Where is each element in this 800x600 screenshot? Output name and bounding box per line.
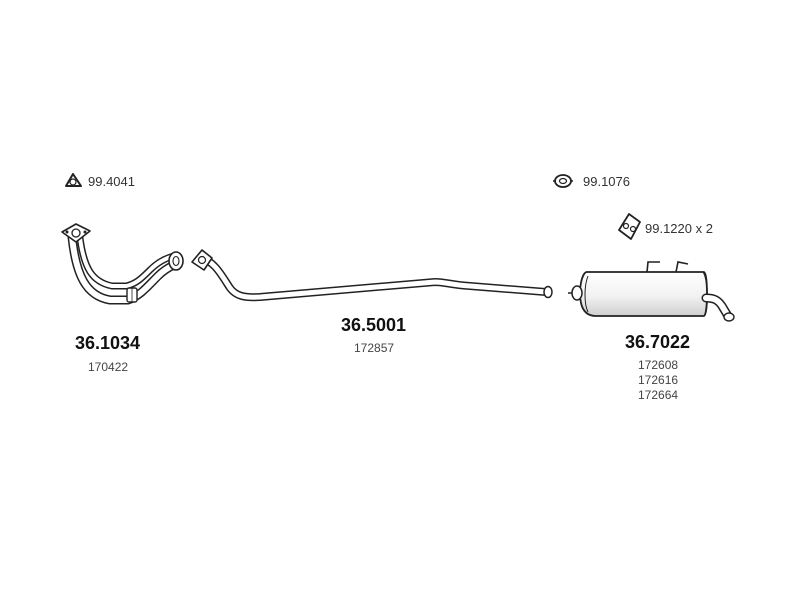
rear-silencer-icon	[568, 261, 735, 322]
ref-number: 172608	[638, 358, 679, 372]
front-pipe-icon	[61, 223, 184, 305]
ref-number: 170422	[88, 360, 129, 374]
gasket-ring-icon	[65, 173, 82, 187]
accessory-code-gasket: 99.4041	[88, 174, 135, 189]
ref-number: 172664	[638, 388, 679, 402]
ref-list-middle-pipe: 172857	[354, 341, 394, 356]
accessory-code-mount: 99.1220 x 2	[645, 221, 713, 236]
accessory-code-clamp: 99.1076	[583, 174, 630, 189]
ref-list-rear-silencer: 172608 172616 172664	[638, 358, 678, 403]
part-number-middle-pipe: 36.5001	[341, 315, 407, 335]
part-number-front-pipe: 36.1034	[75, 333, 141, 353]
ref-number: 172616	[638, 373, 679, 387]
part-number-rear-silencer: 36.7022	[625, 332, 691, 352]
ref-number: 172857	[354, 341, 395, 355]
clamp-icon	[553, 174, 573, 188]
rubber-mount-icon	[618, 213, 641, 240]
ref-list-front-pipe: 170422	[88, 360, 128, 375]
middle-pipe-icon	[191, 249, 553, 302]
